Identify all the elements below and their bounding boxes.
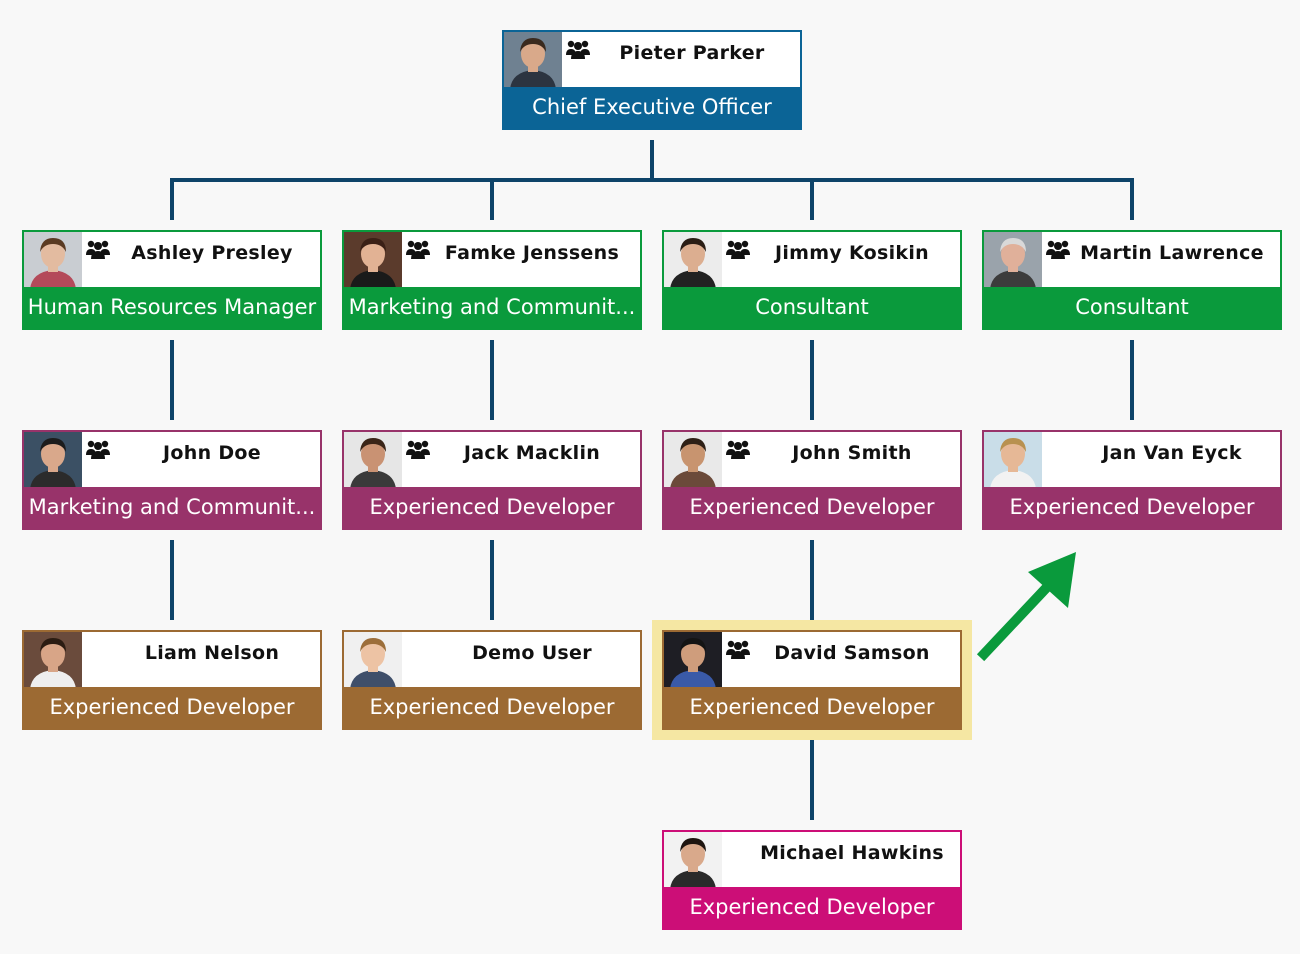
node-jack-macklin[interactable]: Jack Macklin Experienced Developer — [342, 430, 642, 530]
node-title: Marketing and Communit... — [344, 287, 640, 328]
node-martin-lawrence[interactable]: Martin Lawrence Consultant — [982, 230, 1282, 330]
group-icon[interactable] — [406, 239, 430, 259]
group-icon[interactable] — [726, 439, 750, 459]
node-ashley-presley[interactable]: Ashley Presley Human Resources Manager — [22, 230, 322, 330]
avatar — [664, 632, 722, 689]
group-icon[interactable] — [1046, 239, 1070, 259]
avatar — [344, 632, 402, 689]
node-michael-hawkins[interactable]: Michael Hawkins Experienced Developer — [662, 830, 962, 930]
node-title: Experienced Developer — [664, 687, 960, 728]
node-name: John Doe — [163, 442, 261, 464]
node-name: Jimmy Kosikin — [774, 242, 930, 264]
avatar — [984, 432, 1042, 489]
node-jan-van-eyck[interactable]: Jan Van Eyck Experienced Developer — [982, 430, 1282, 530]
node-name: Pieter Parker — [619, 42, 765, 64]
node-title: Experienced Developer — [344, 687, 640, 728]
node-title: Consultant — [984, 287, 1280, 328]
group-icon[interactable] — [726, 639, 750, 659]
avatar — [24, 632, 82, 689]
node-liam-nelson[interactable]: Liam Nelson Experienced Developer — [22, 630, 322, 730]
node-title: Experienced Developer — [344, 487, 640, 528]
avatar — [984, 232, 1042, 289]
node-name: John Smith — [792, 442, 912, 464]
group-icon[interactable] — [86, 239, 110, 259]
node-famke-jenssens[interactable]: Famke Jenssens Marketing and Communit... — [342, 230, 642, 330]
node-name: Liam Nelson — [144, 642, 280, 664]
avatar — [664, 432, 722, 489]
node-name: Famke Jenssens — [444, 242, 620, 264]
arrow-icon — [976, 552, 1076, 662]
node-name: Demo User — [472, 642, 592, 664]
node-jimmy-kosikin[interactable]: Jimmy Kosikin Consultant — [662, 230, 962, 330]
node-demo-user[interactable]: Demo User Experienced Developer — [342, 630, 642, 730]
node-name: Michael Hawkins — [760, 842, 944, 864]
avatar — [24, 232, 82, 289]
node-name: Jack Macklin — [463, 442, 601, 464]
node-john-doe[interactable]: John Doe Marketing and Communit... — [22, 430, 322, 530]
avatar — [24, 432, 82, 489]
node-title: Experienced Developer — [664, 487, 960, 528]
group-icon[interactable] — [726, 239, 750, 259]
node-title: Marketing and Communit... — [24, 487, 320, 528]
node-title: Human Resources Manager — [24, 287, 320, 328]
avatar — [504, 32, 562, 89]
node-title: Consultant — [664, 287, 960, 328]
node-title: Experienced Developer — [664, 887, 960, 928]
node-pieter-parker[interactable]: Pieter Parker Chief Executive Officer — [502, 30, 802, 130]
avatar — [344, 232, 402, 289]
node-john-smith[interactable]: John Smith Experienced Developer — [662, 430, 962, 530]
avatar — [344, 432, 402, 489]
node-name: Jan Van Eyck — [1102, 442, 1242, 464]
node-name: Ashley Presley — [131, 242, 293, 264]
group-icon[interactable] — [566, 39, 590, 59]
node-name: Martin Lawrence — [1080, 242, 1264, 264]
node-title: Chief Executive Officer — [504, 87, 800, 128]
avatar — [664, 832, 722, 889]
node-title: Experienced Developer — [24, 687, 320, 728]
group-icon[interactable] — [86, 439, 110, 459]
node-david-samson[interactable]: David Samson Experienced Developer — [662, 630, 962, 730]
node-title: Experienced Developer — [984, 487, 1280, 528]
avatar — [664, 232, 722, 289]
node-name: David Samson — [774, 642, 930, 664]
group-icon[interactable] — [406, 439, 430, 459]
